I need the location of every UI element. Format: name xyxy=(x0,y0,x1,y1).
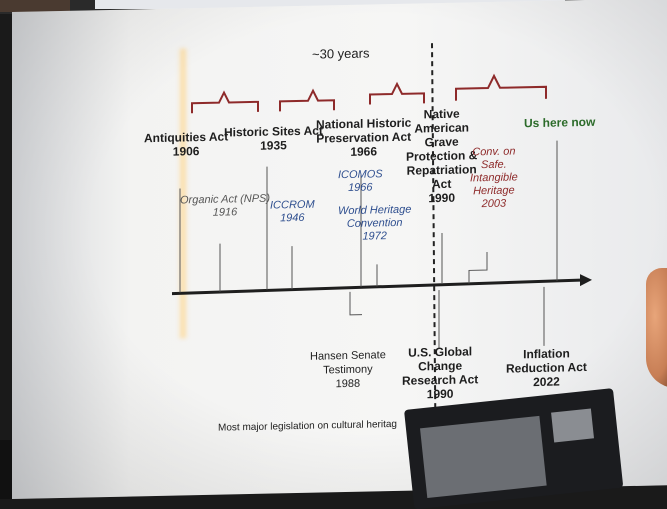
presenter-hand xyxy=(646,268,667,388)
event-inflation-reduction-act: Inflation Reduction Act 2022 xyxy=(506,346,587,390)
projected-slide: ~30 years Antiquities Act 1906 Historic … xyxy=(12,0,667,500)
axis-arrowhead xyxy=(580,274,592,287)
event-world-heritage-convention: World Heritage Convention 1972 xyxy=(338,203,412,243)
event-historic-sites: Historic Sites Act 1935 xyxy=(224,123,323,153)
bracket-1 xyxy=(191,90,259,114)
tick-hansen xyxy=(349,291,362,316)
background-object xyxy=(0,0,70,12)
bracket-2 xyxy=(279,88,335,112)
span-label: ~30 years xyxy=(312,45,370,62)
event-iccrom: ICCROM 1946 xyxy=(270,198,315,225)
event-organic-act: Organic Act (NPS) 1916 xyxy=(180,192,271,219)
event-nhpa: National Historic Preservation Act 1966 xyxy=(316,115,412,159)
event-nagpra: Native American Grave Protection & Repat… xyxy=(406,106,478,206)
laptop xyxy=(404,388,624,509)
bracket-3 xyxy=(369,81,425,105)
room-shadow xyxy=(0,440,12,499)
bracket-4 xyxy=(455,73,547,101)
event-antiquities: Antiquities Act 1906 xyxy=(144,129,229,159)
event-hansen-testimony: Hansen Senate Testimony 1988 xyxy=(310,349,386,391)
laptop-screen xyxy=(420,415,547,499)
laptop-thumbnail xyxy=(551,408,594,443)
timeline-axis xyxy=(171,278,581,296)
tick-intangible xyxy=(468,252,488,284)
event-us-global-change-act: U.S. Global Change Research Act 1990 xyxy=(402,344,479,402)
event-intangible-heritage: Conv. on Safe. Intangible Heritage 2003 xyxy=(470,145,518,211)
event-icomos: ICOMOS 1966 xyxy=(338,168,383,194)
event-us-here-now: Us here now xyxy=(524,114,596,131)
timeline-graphic xyxy=(171,43,592,491)
